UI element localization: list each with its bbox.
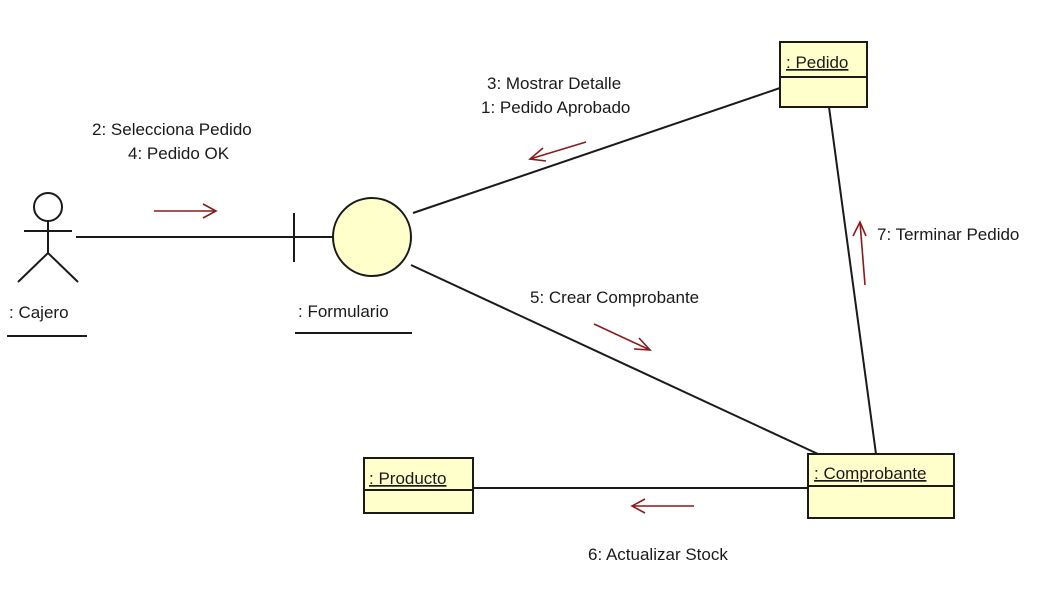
object-pedido-name: : Pedido [786, 53, 848, 72]
message-label: 6: Actualizar Stock [588, 545, 728, 564]
message-label: 1: Pedido Aprobado [481, 98, 630, 117]
message-label: 5: Crear Comprobante [530, 288, 699, 307]
object-pedido [779, 41, 868, 108]
arrow-left-icon [630, 498, 694, 514]
arrow-right-icon [154, 203, 218, 219]
arrow-down-left-icon [528, 141, 587, 162]
arrow-up-icon [852, 220, 867, 286]
actor-cajero [17, 192, 79, 283]
boundary-formulario [293, 197, 412, 277]
object-comprobante [807, 453, 955, 519]
message-label: 3: Mostrar Detalle [487, 74, 621, 93]
arrow-down-right-icon [593, 323, 652, 351]
link-pedido-comprobante [828, 106, 877, 455]
object-producto-name: : Producto [369, 469, 447, 488]
actor-name: : Cajero [9, 303, 69, 322]
boundary-name: : Formulario [298, 302, 389, 321]
link-formulario-comprobante [410, 264, 819, 455]
link-formulario-pedido [412, 87, 781, 214]
message-label: 4: Pedido OK [128, 144, 230, 163]
object-producto [363, 457, 474, 514]
object-comprobante-name: : Comprobante [814, 464, 926, 483]
message-label: 2: Selecciona Pedido [92, 120, 252, 139]
message-label: 7: Terminar Pedido [877, 225, 1019, 244]
